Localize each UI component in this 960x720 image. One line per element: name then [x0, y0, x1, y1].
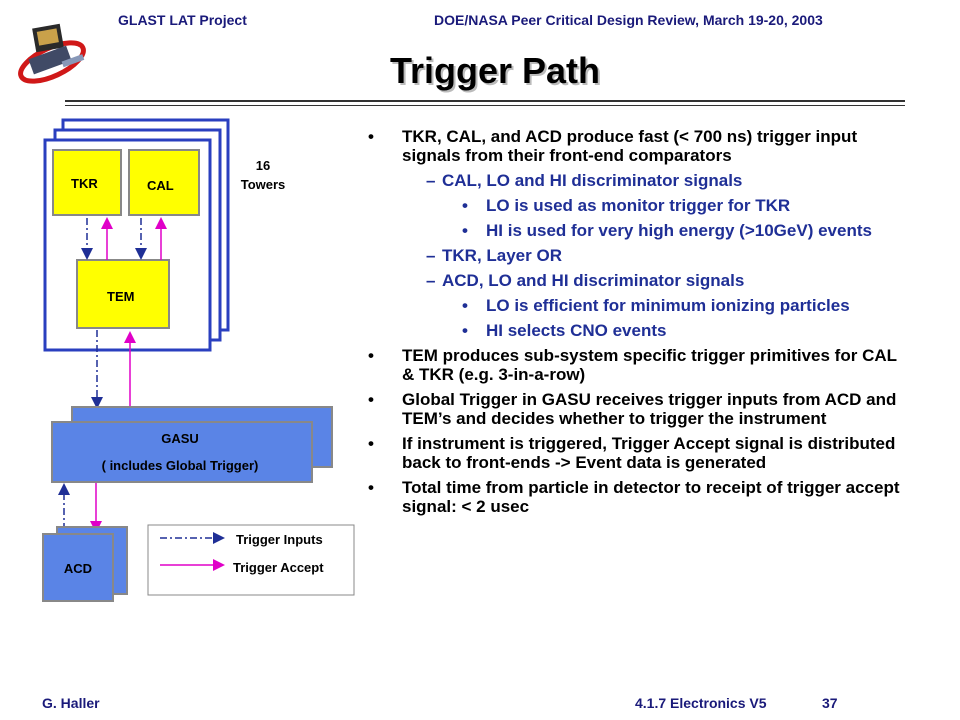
bullet-subsub-item: LO is efficient for minimum ionizing par… [368, 296, 913, 315]
tem-box [76, 259, 170, 329]
tkr-label: TKR [71, 176, 98, 191]
header-project: GLAST LAT Project [118, 12, 247, 28]
legend-accept-label: Trigger Accept [233, 560, 324, 575]
tkr-box [52, 149, 122, 216]
towers-label: Towers [241, 177, 286, 192]
bullet-sub-item: TKR, Layer OR [368, 246, 913, 265]
trigger-path-diagram: TKR CAL TEM 16 Towers GASU ( includes Gl… [42, 118, 355, 602]
bullet-item: TKR, CAL, and ACD produce fast (< 700 ns… [368, 127, 913, 165]
footer-page-number: 37 [822, 695, 838, 711]
glast-logo [18, 23, 86, 84]
page-title: Trigger Path [389, 50, 601, 91]
cal-box [128, 149, 200, 216]
cal-label: CAL [147, 178, 174, 193]
title-rule-thin [65, 105, 905, 106]
acd-box [42, 533, 114, 602]
acd-label: ACD [64, 561, 92, 576]
bullet-item: Total time from particle in detector to … [368, 478, 913, 516]
bullet-item: Global Trigger in GASU receives trigger … [368, 390, 913, 428]
bullet-subsub-item: LO is used as monitor trigger for TKR [368, 196, 913, 215]
tem-label: TEM [107, 289, 134, 304]
bullet-sub-item: CAL, LO and HI discriminator signals [368, 171, 913, 190]
gasu-label: GASU [161, 431, 199, 446]
towers-count: 16 [256, 158, 270, 173]
footer-section: 4.1.7 Electronics V5 [635, 695, 767, 711]
gasu-sublabel: ( includes Global Trigger) [102, 458, 259, 473]
footer-author: G. Haller [42, 695, 100, 711]
header-review: DOE/NASA Peer Critical Design Review, Ma… [434, 12, 823, 28]
bullet-item: If instrument is triggered, Trigger Acce… [368, 434, 913, 472]
bullet-list: TKR, CAL, and ACD produce fast (< 700 ns… [368, 127, 913, 522]
bullet-subsub-item: HI selects CNO events [368, 321, 913, 340]
title-rule [65, 100, 905, 102]
bullet-sub-item: ACD, LO and HI discriminator signals [368, 271, 913, 290]
gasu-box [51, 421, 313, 483]
legend-box [147, 524, 355, 596]
bullet-item: TEM produces sub-system specific trigger… [368, 346, 913, 384]
legend-inputs-label: Trigger Inputs [236, 532, 323, 547]
bullet-subsub-item: HI is used for very high energy (>10GeV)… [368, 221, 913, 240]
